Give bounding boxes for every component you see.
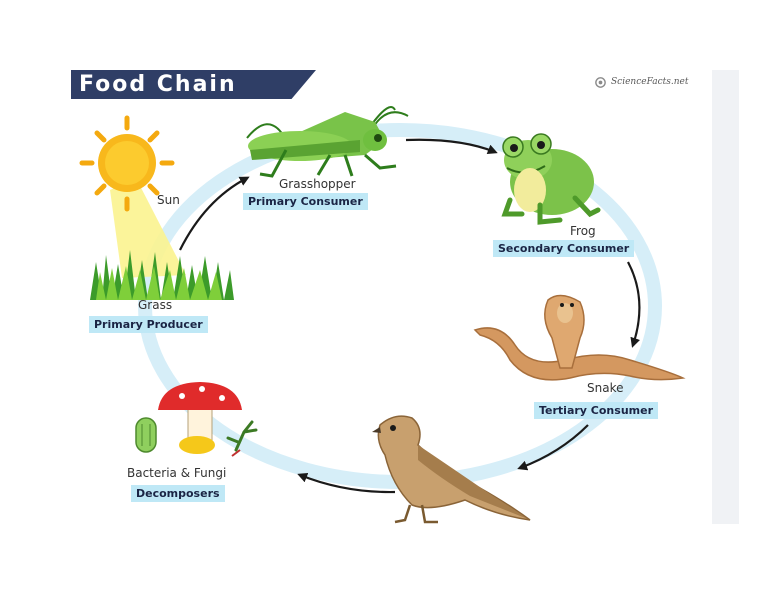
snake-name: Snake [587, 381, 624, 395]
decomposers-name: Bacteria & Fungi [127, 466, 227, 480]
arrow-grass-to-grasshopper [179, 176, 250, 251]
arrow-grasshopper-to-frog [405, 138, 498, 155]
hawk-icon [372, 415, 531, 524]
decomposers-icon [135, 382, 258, 457]
grasshopper-name: Grasshopper [279, 177, 356, 191]
grasshopper-icon [246, 106, 409, 178]
snake-role: Tertiary Consumer [534, 402, 658, 419]
scrollbar[interactable] [712, 70, 739, 524]
frog-name: Frog [570, 224, 596, 238]
grass-name: Grass [138, 298, 173, 312]
logo-text: ScienceFacts.net [611, 77, 689, 87]
arrow-snake-to-hawk [517, 424, 589, 471]
logo-icon [595, 76, 606, 88]
frog-role: Secondary Consumer [493, 240, 635, 257]
grasshopper-role: Primary Consumer [243, 193, 368, 210]
frog-icon [501, 133, 601, 225]
decomposers-role: Decomposers [131, 485, 225, 502]
sun-icon [79, 115, 175, 212]
snake-icon [473, 294, 686, 381]
sun-label: Sun [157, 193, 180, 207]
flow-arrows [179, 138, 641, 494]
logo: ScienceFacts.net [594, 75, 688, 89]
title-banner [71, 70, 316, 99]
grass-icon [90, 250, 234, 300]
page-title: Food Chain [79, 72, 237, 97]
grass-role: Primary Producer [89, 316, 208, 333]
arrow-frog-to-snake [627, 261, 641, 348]
arrow-hawk-to-decomposers [297, 472, 396, 494]
